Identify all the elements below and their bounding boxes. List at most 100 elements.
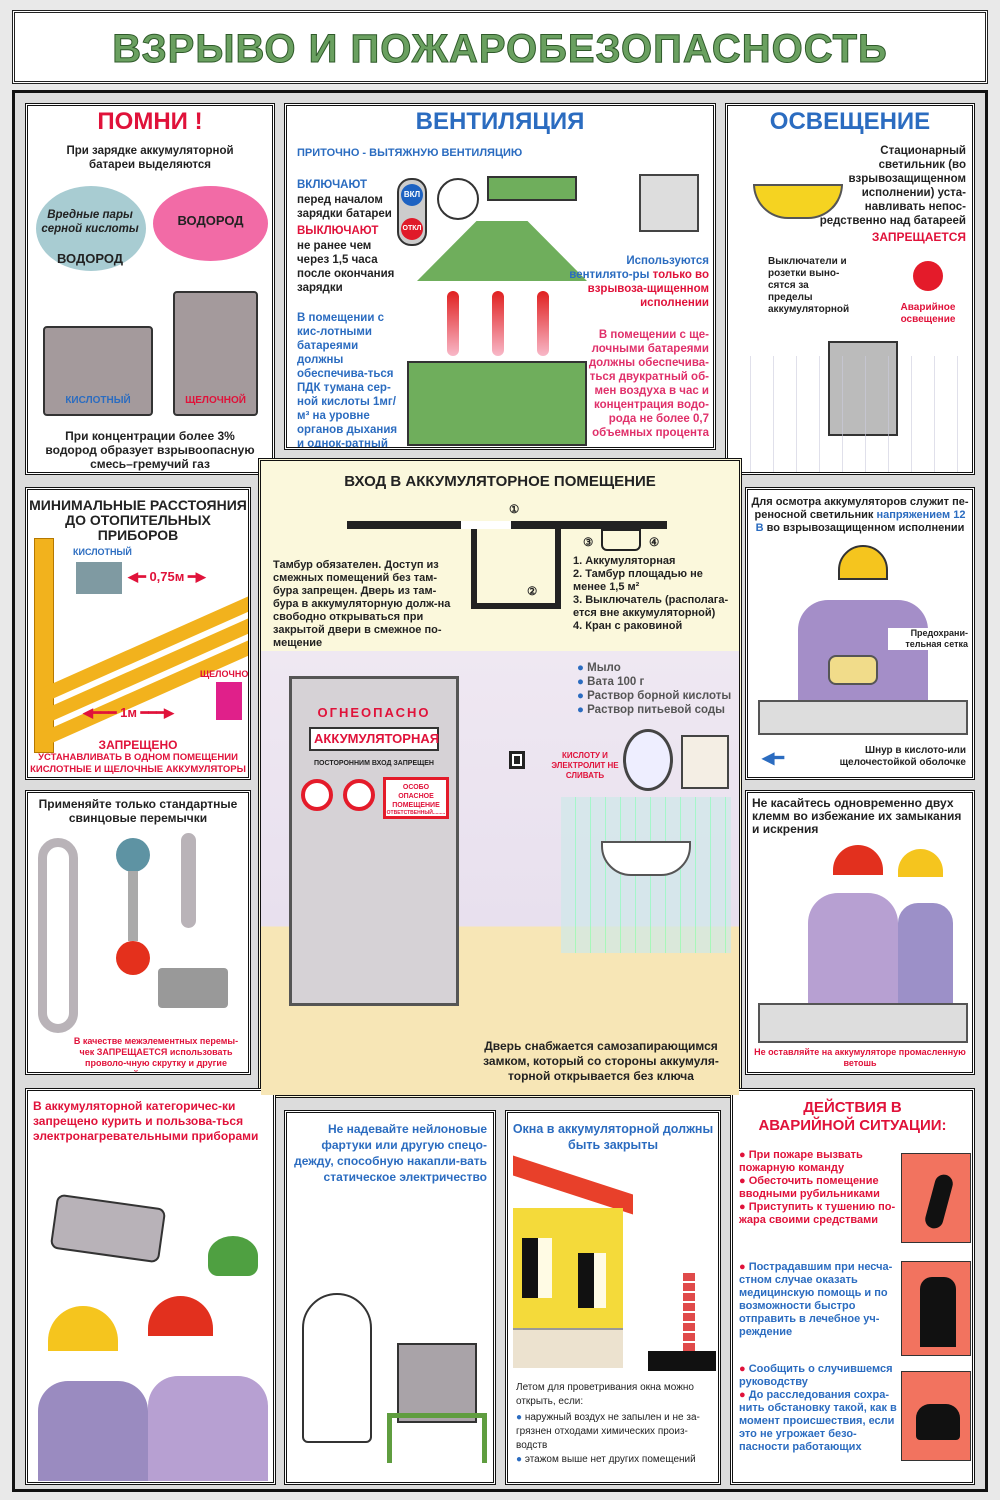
hard-hat-icon — [898, 849, 943, 877]
acid-text: В помещении с кис-лотными батареями долж… — [297, 312, 398, 450]
ghost-apron-figure — [302, 1293, 372, 1443]
ventilation-heading: ВЕНТИЛЯЦИЯ — [415, 108, 585, 135]
distances-forbidden: ЗАПРЕЩЕНО — [98, 738, 178, 752]
jumper-rod-icon — [128, 871, 138, 941]
sink-plan-icon — [601, 529, 641, 551]
windows-conditions: наружный воздух не запылен и не за-грязн… — [516, 1411, 712, 1467]
nylon-heading: Не надевайте нейлоновые фартуки или друг… — [294, 1122, 487, 1184]
panel-remember: ПОМНИ ! При зарядке аккумуляторной батар… — [25, 103, 275, 475]
door-sign-main: АККУМУЛЯТОРНАЯ — [309, 727, 439, 751]
open-window-icon — [578, 1253, 606, 1308]
airflow-arrow-icon — [447, 291, 459, 356]
wire-twist-icon — [158, 968, 228, 1008]
cloud1-hydrogen: ВОДОРОД — [56, 251, 124, 266]
distances-heading: МИНИМАЛЬНЫЕ РАССТОЯНИЯ ДО ОТОПИТЕЛЬНЫХ П… — [29, 497, 247, 543]
remember-intro: При зарядке аккумуляторной батареи выдел… — [66, 145, 234, 171]
panel-jumpers: Применяйте только стандартные свинцовые … — [25, 790, 251, 1075]
battery-rack-icon — [407, 361, 587, 446]
alkaline-label: ЩЕЛОЧНОЙ — [200, 669, 251, 679]
terminals-heading: Не касайтесь одновременно двух клемм во … — [752, 796, 962, 836]
battery-stack-icon — [397, 1343, 477, 1423]
remember-footer: При концентрации более 3% водород образу… — [45, 429, 255, 471]
ventilation-subheading: ПРИТОЧНО - ВЫТЯЖНУЮ ВЕНТИЛЯЦИЮ — [297, 147, 523, 159]
first-aid-supplies: МылоВата 100 гРаствор борной кислотыРаст… — [577, 661, 731, 717]
panel-lighting: ОСВЕЩЕНИЕ Стационарный светильник (во вз… — [725, 103, 975, 475]
door-note: Дверь снабжается самозапирающимся замком… — [483, 1039, 719, 1083]
factory-chimney-icon — [683, 1273, 695, 1353]
plan-vestibule — [471, 529, 561, 609]
terminals-note: Не оставляйте на аккумуляторе промасленн… — [754, 1047, 966, 1068]
alkaline-text: В помещении с ще-лочными батареями должн… — [588, 329, 709, 439]
battery2-label: ЩЕЛОЧНОЙ — [185, 395, 246, 406]
worker-figure — [808, 893, 898, 1003]
jumper-top-icon — [116, 838, 150, 872]
light-switch-icon — [509, 751, 525, 769]
inspection-text: Для осмотра аккумуляторов служит пе-рено… — [751, 496, 969, 534]
emergency-light-label: Аварийное освещение — [900, 302, 956, 325]
worker-figure — [898, 903, 953, 1003]
portable-lamp-icon — [828, 655, 878, 685]
jumper-bottom-icon — [116, 941, 150, 975]
lighting-text: Стационарный светильник (во взрывозащище… — [819, 145, 966, 227]
roof-icon — [513, 1155, 633, 1215]
hard-hat-icon — [838, 545, 888, 580]
house-foundation — [513, 1328, 623, 1368]
battery-bench — [758, 700, 968, 735]
alkaline-battery-icon — [173, 291, 258, 416]
alkaline-distance: ◀━━━ 1м ━━━▶ — [83, 705, 175, 720]
airflow-arrow-icon — [537, 291, 549, 356]
off-button: ОТКЛ — [401, 218, 423, 240]
hard-hat-icon — [833, 845, 883, 875]
windows-heading: Окна в аккумуляторной должны быть закрыт… — [512, 1122, 714, 1152]
on-button: ВКЛ — [401, 184, 423, 206]
poster-title: ВЗРЫВО И ПОЖАРОБЕЗОПАСНОСТЬ — [112, 27, 888, 72]
lighting-heading: ОСВЕЩЕНИЕ — [769, 108, 931, 135]
clock-icon — [437, 178, 479, 220]
heater-icon — [49, 1193, 167, 1264]
battery-icon — [758, 1003, 968, 1043]
vent-on-label: ВКЛЮЧАЮТ — [297, 179, 368, 191]
panel-distances: МИНИМАЛЬНЫЕ РАССТОЯНИЯ ДО ОТОПИТЕЛЬНЫХ П… — [25, 487, 251, 780]
panel-nylon: Не надевайте нейлоновые фартуки или друг… — [284, 1110, 496, 1485]
hard-hat-icon — [148, 1296, 213, 1336]
panel-windows: Окна в аккумуляторной должны быть закрыт… — [505, 1110, 721, 1485]
title-box: ВЗРЫВО И ПОЖАРОБЕЗОПАСНОСТЬ — [12, 10, 988, 84]
accumulator-door — [289, 676, 459, 1006]
panel-emergency: ДЕЙСТВИЯ В АВАРИЙНОЙ СИТУАЦИИ: При пожар… — [730, 1088, 975, 1485]
acid-label: КИСЛОТНЫЙ — [73, 547, 132, 557]
sink-warning: КИСЛОТУ И ЭЛЕКТРОЛИТ НЕ СЛИВАТЬ — [551, 751, 619, 780]
emergency-group-fire: При пожаре вызвать пожарную командуОбест… — [739, 1149, 901, 1227]
mirror-icon — [623, 729, 673, 791]
vent-off-text: не ранее чем через 1,5 часа после оконча… — [297, 240, 395, 294]
emergency-group-report: ● Сообщить о случившемся руководству● До… — [739, 1363, 897, 1453]
arrow-left-icon: ◀━ — [762, 750, 784, 767]
first-aid-cabinet — [681, 735, 729, 789]
cloud1-text: Вредные пары серной кислоты — [41, 209, 139, 235]
windows-intro: Летом для проветривания окна можно откры… — [516, 1382, 694, 1407]
rescuers-icon — [901, 1261, 971, 1356]
floor-tiles — [728, 356, 972, 472]
acid-battery-icon — [76, 562, 122, 594]
cord-label: Шнур в кислото-или щелочестойкой оболочк… — [839, 745, 966, 768]
vent-on-text: перед началом зарядки батареи — [297, 194, 392, 220]
worker-figure — [38, 1381, 148, 1481]
battery-stand-icon — [387, 1413, 487, 1463]
panel-smoking: В аккумуляторной категоричес-ки запрещен… — [25, 1088, 276, 1485]
switches-text: Выключатели и розетки выно-сятся за пред… — [768, 256, 850, 315]
panel-inspection: Для осмотра аккумуляторов служит пе-рено… — [745, 487, 975, 780]
lighting-forbidden: ЗАПРЕЩАЕТСЯ — [871, 230, 966, 244]
acid-battery-icon — [43, 326, 153, 416]
hydrogen-cloud-icon — [153, 186, 268, 261]
fan-icon — [639, 174, 699, 232]
distances-forbidden-text: УСТАНАВЛИВАТЬ В ОДНОМ ПОМЕЩЕНИИ КИСЛОТНЫ… — [30, 752, 246, 775]
panel-ventilation: ВЕНТИЛЯЦИЯ ПРИТОЧНО - ВЫТЯЖНУЮ ВЕНТИЛЯЦИ… — [284, 103, 716, 450]
emergency-lamp-icon — [913, 261, 943, 291]
vent-off-label: ВЫКЛЮЧАЮТ — [297, 225, 379, 237]
emergency-heading: ДЕЙСТВИЯ В АВАРИЙНОЙ СИТУАЦИИ: — [758, 1099, 947, 1134]
door-sign-top: ОГНЕОПАСНО — [317, 705, 431, 720]
plan-doorway — [461, 521, 511, 529]
hard-hat-icon — [48, 1306, 118, 1351]
open-window-icon — [522, 1238, 552, 1298]
